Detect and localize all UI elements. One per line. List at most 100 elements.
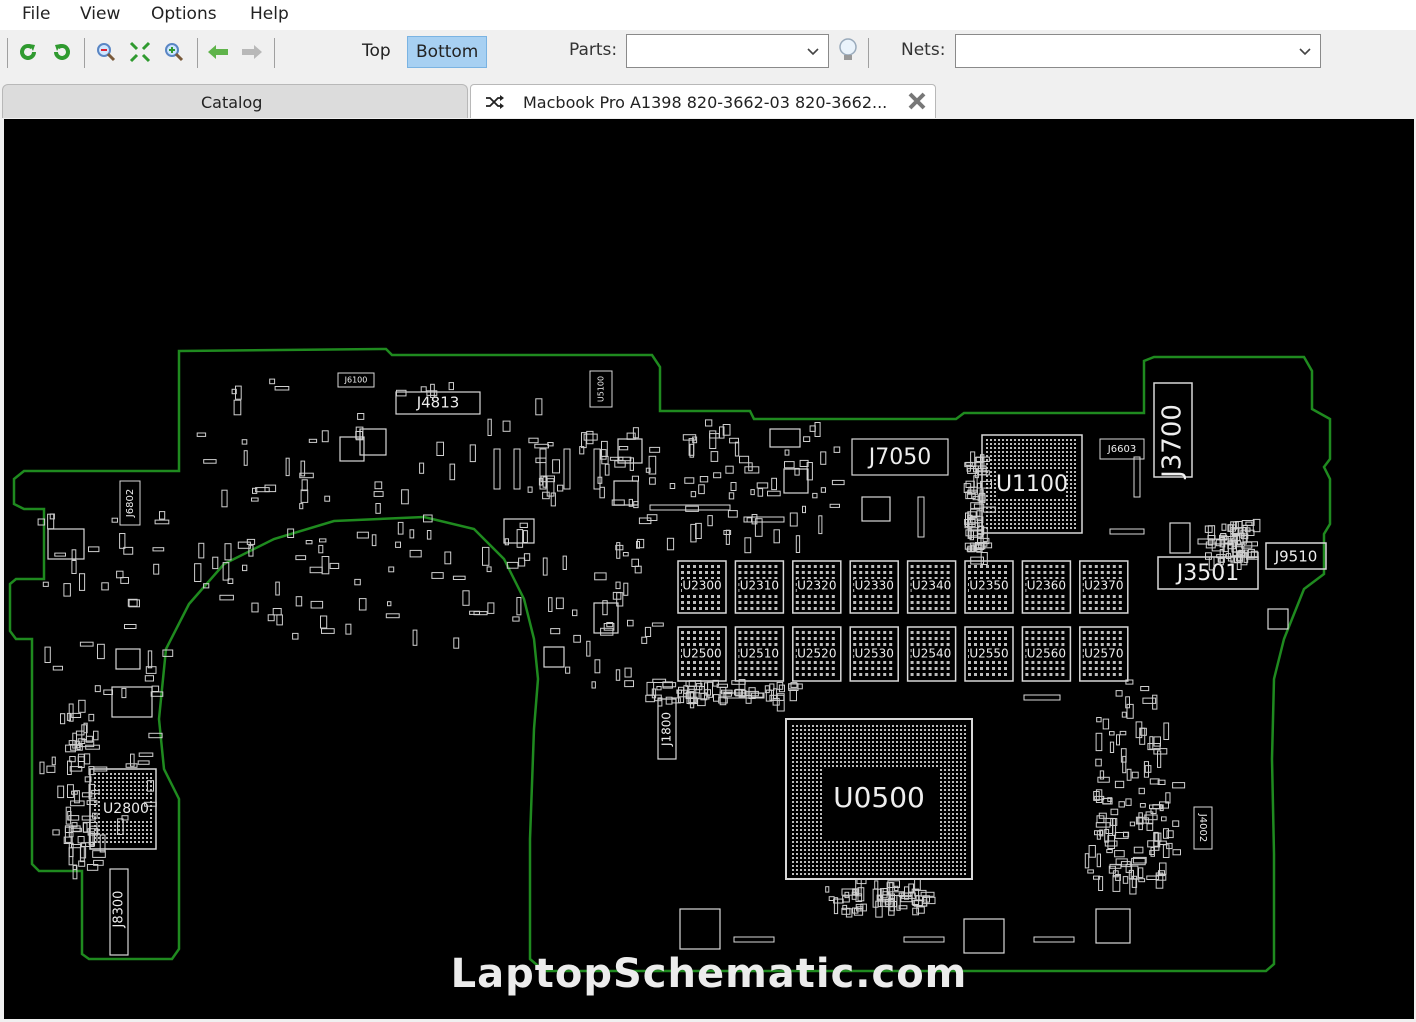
passive-component[interactable]: [357, 413, 365, 420]
passive-component[interactable]: [614, 460, 626, 468]
passive-component[interactable]: [84, 776, 92, 783]
part-j3501[interactable]: [1157, 556, 1259, 590]
passive-component[interactable]: [69, 756, 76, 763]
passive-component[interactable]: [790, 682, 798, 688]
passive-component[interactable]: [504, 538, 510, 546]
passive-component[interactable]: [1221, 523, 1227, 531]
menu-file[interactable]: File: [22, 4, 51, 24]
label-j6603[interactable]: J6603: [1107, 444, 1136, 455]
passive-component[interactable]: [71, 712, 82, 719]
label-mem-bottom[interactable]: U2570: [1084, 647, 1123, 661]
passive-component[interactable]: [628, 498, 634, 507]
passive-component[interactable]: [542, 557, 548, 576]
passive-component[interactable]: [1135, 721, 1143, 739]
passive-component[interactable]: [825, 886, 830, 893]
passive-component[interactable]: [550, 628, 561, 635]
passive-component[interactable]: [487, 418, 492, 437]
passive-component[interactable]: [518, 557, 526, 567]
passive-component[interactable]: [1155, 874, 1167, 881]
passive-component[interactable]: [52, 665, 63, 671]
part-mem-bottom[interactable]: [1021, 626, 1072, 682]
passive-component[interactable]: [678, 686, 685, 704]
passive-component[interactable]: [269, 378, 276, 385]
passive-component[interactable]: [977, 533, 982, 545]
passive-component[interactable]: [788, 683, 803, 690]
u2800-label-bg[interactable]: [100, 799, 150, 819]
passive-component[interactable]: [1139, 803, 1146, 808]
passive-component[interactable]: [1144, 814, 1158, 821]
passive-component[interactable]: [856, 878, 867, 885]
passive-component[interactable]: [103, 689, 114, 695]
passive-component[interactable]: [1146, 875, 1160, 880]
passive-component[interactable]: [75, 730, 85, 736]
passive-component[interactable]: [373, 491, 384, 497]
passive-component[interactable]: [473, 611, 488, 616]
passive-component[interactable]: [301, 479, 308, 492]
passive-component[interactable]: [64, 826, 72, 843]
passive-component[interactable]: [308, 438, 318, 443]
passive-component[interactable]: [657, 697, 663, 707]
label-mem-bottom[interactable]: U2530: [855, 647, 894, 661]
passive-component[interactable]: [697, 698, 706, 707]
passive-component[interactable]: [147, 650, 153, 669]
passive-component[interactable]: [772, 697, 780, 706]
passive-component[interactable]: [831, 479, 845, 486]
ic-component[interactable]: [613, 480, 639, 506]
passive-component[interactable]: [1131, 857, 1146, 866]
passive-component[interactable]: [233, 399, 242, 416]
passive-component[interactable]: [222, 562, 230, 581]
passive-component[interactable]: [627, 619, 634, 627]
passive-component[interactable]: [609, 456, 624, 461]
passive-component[interactable]: [616, 542, 621, 559]
passive-component[interactable]: [1230, 521, 1237, 530]
passive-component[interactable]: [979, 489, 984, 503]
passive-component[interactable]: [1152, 804, 1162, 810]
passive-component[interactable]: [275, 581, 280, 596]
passive-component[interactable]: [644, 626, 652, 637]
passive-component[interactable]: [546, 478, 555, 497]
part-mem-top[interactable]: [849, 560, 899, 614]
passive-component[interactable]: [329, 562, 340, 569]
passive-component[interactable]: [618, 446, 629, 451]
menu-help[interactable]: Help: [250, 4, 289, 24]
passive-component[interactable]: [52, 829, 60, 836]
passive-component[interactable]: [198, 542, 205, 559]
passive-component[interactable]: [968, 530, 983, 538]
passive-component[interactable]: [690, 523, 697, 543]
passive-component[interactable]: [1087, 869, 1094, 874]
passive-component[interactable]: [251, 602, 259, 613]
passive-component[interactable]: [645, 694, 655, 703]
passive-component[interactable]: [586, 640, 591, 657]
ic-component[interactable]: [1267, 608, 1289, 630]
passive-component[interactable]: [698, 484, 705, 495]
passive-component[interactable]: [535, 457, 547, 464]
passive-component[interactable]: [231, 388, 237, 395]
label-j7050[interactable]: J7050: [867, 445, 931, 470]
passive-component[interactable]: [85, 735, 93, 743]
passive-component[interactable]: [1166, 830, 1174, 839]
passive-component[interactable]: [1122, 755, 1127, 774]
passive-component[interactable]: [321, 556, 330, 575]
passive-component[interactable]: [1149, 736, 1154, 750]
passive-component[interactable]: [1232, 551, 1246, 557]
passive-component[interactable]: [83, 722, 88, 734]
passive-component[interactable]: [80, 740, 95, 748]
passive-component[interactable]: [1115, 690, 1123, 697]
ic-component[interactable]: [963, 918, 1005, 954]
part-mem-top[interactable]: [792, 560, 842, 614]
part-mem-bottom[interactable]: [677, 626, 727, 682]
passive-component[interactable]: [894, 885, 899, 892]
passive-component[interactable]: [70, 744, 83, 751]
passive-component[interactable]: [784, 461, 795, 469]
passive-component[interactable]: [482, 546, 490, 566]
mem-label-bg[interactable]: [1026, 579, 1067, 593]
part-mem-bottom[interactable]: [792, 626, 842, 682]
mem-label-bg[interactable]: [969, 647, 1009, 661]
passive-component[interactable]: [727, 510, 738, 518]
passive-component[interactable]: [751, 692, 764, 698]
part-j8300[interactable]: [109, 868, 129, 956]
label-mem-bottom[interactable]: U2550: [969, 647, 1008, 661]
passive-component[interactable]: [77, 753, 85, 769]
passive-component[interactable]: [1088, 845, 1096, 858]
